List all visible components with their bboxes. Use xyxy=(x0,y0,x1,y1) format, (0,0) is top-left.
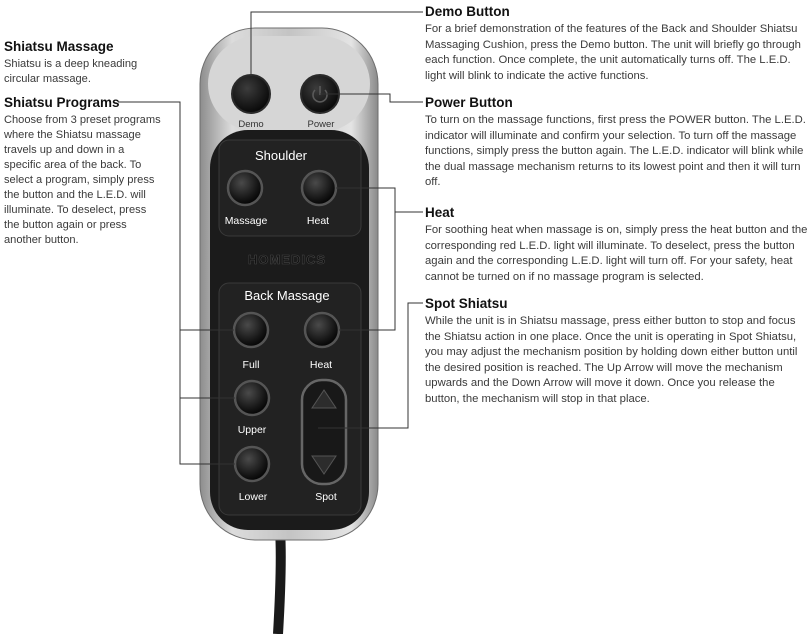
power-label: Power xyxy=(308,119,335,130)
cord xyxy=(273,529,286,634)
callout-title: Power Button xyxy=(425,95,513,110)
up-arrow-icon[interactable] xyxy=(311,389,337,409)
leader-demo xyxy=(250,11,423,76)
shoulder-massage-button[interactable] xyxy=(226,169,264,207)
callout-title: Heat xyxy=(425,205,455,220)
leader-heat-back xyxy=(339,212,396,331)
callout-body: To turn on the massage functions, first … xyxy=(425,114,806,188)
callout-spot-shiatsu: Spot Shiatsu While the unit is in Shiats… xyxy=(425,296,810,407)
leader-power xyxy=(320,93,423,103)
demo-button[interactable] xyxy=(231,74,271,114)
down-arrow-icon[interactable] xyxy=(311,455,337,475)
callout-body: While the unit is in Shiatsu massage, pr… xyxy=(425,315,798,405)
leader-spot xyxy=(318,302,423,429)
callout-body: For a brief demonstration of the feature… xyxy=(425,23,801,82)
leader-programs xyxy=(118,101,235,465)
callout-body: For soothing heat when massage is on, si… xyxy=(425,224,808,283)
lower-button[interactable] xyxy=(233,445,271,483)
lower-label: Lower xyxy=(239,491,268,503)
full-button[interactable] xyxy=(232,311,270,349)
shoulder-heading: Shoulder xyxy=(255,148,308,163)
callout-demo-button: Demo Button For a brief demonstration of… xyxy=(425,4,805,84)
brand-logo: HOMEDICS xyxy=(248,252,326,267)
upper-label: Upper xyxy=(238,424,267,436)
callout-title: Shiatsu Programs xyxy=(4,95,120,110)
back-massage-heading: Back Massage xyxy=(244,288,329,303)
callout-shiatsu-massage: Shiatsu Massage Shiatsu is a deep kneadi… xyxy=(4,39,154,87)
spot-label: Spot xyxy=(315,491,337,503)
remote-top-cap xyxy=(208,36,370,132)
callout-title: Demo Button xyxy=(425,4,510,19)
demo-label: Demo xyxy=(238,119,263,130)
leader-lines xyxy=(118,11,423,465)
callout-title: Shiatsu Massage xyxy=(4,39,114,54)
back-heat-button[interactable] xyxy=(303,311,341,349)
back-heat-label: Heat xyxy=(310,359,332,371)
full-label: Full xyxy=(243,359,260,371)
callout-power-button: Power Button To turn on the massage func… xyxy=(425,95,810,191)
callout-title: Spot Shiatsu xyxy=(425,296,508,311)
shoulder-heat-label: Heat xyxy=(307,215,329,227)
leader-heat-shoulder xyxy=(336,187,423,213)
upper-button[interactable] xyxy=(233,379,271,417)
callout-body: Choose from 3 preset programs where the … xyxy=(4,114,161,246)
callout-heat: Heat For soothing heat when massage is o… xyxy=(425,205,810,285)
shoulder-massage-label: Massage xyxy=(225,215,268,227)
callout-shiatsu-programs: Shiatsu Programs Choose from 3 preset pr… xyxy=(4,95,164,248)
callout-body: Shiatsu is a deep kneading circular mass… xyxy=(4,58,138,85)
shoulder-heat-button[interactable] xyxy=(300,169,338,207)
